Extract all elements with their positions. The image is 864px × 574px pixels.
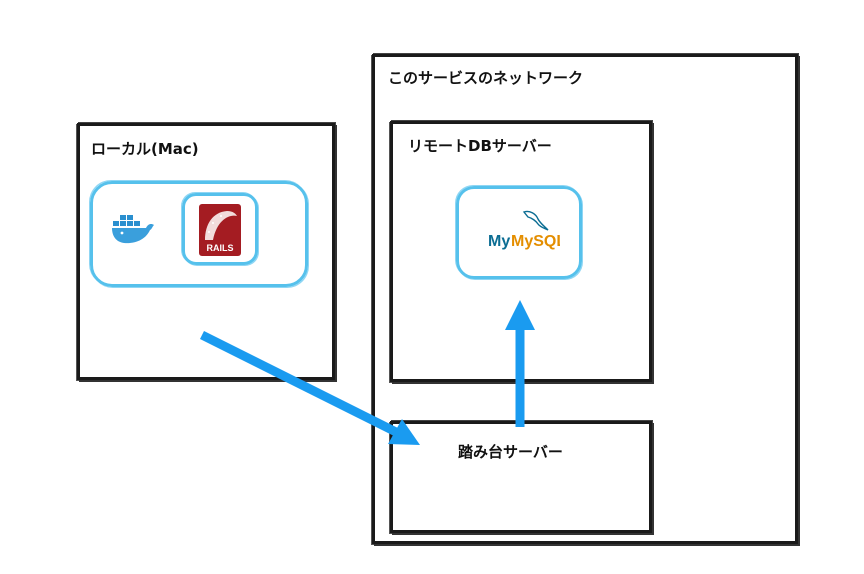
service-network-label: このサービスのネットワーク	[388, 69, 584, 87]
local-mac-box	[77, 123, 335, 380]
local-mac-label: ローカル(Mac)	[91, 140, 199, 158]
svg-text:My: My	[488, 233, 510, 250]
mysql-container	[456, 186, 582, 279]
rails-logo-icon: RAILS	[199, 204, 241, 256]
service-network-box	[372, 54, 798, 544]
arrow-bastion-to-db	[505, 300, 535, 427]
rails-container	[182, 193, 258, 265]
rails-logo-text: RAILS	[207, 243, 234, 253]
docker-container	[90, 181, 308, 287]
mysql-logo-icon: My MySQL	[484, 206, 566, 256]
docker-whale-icon	[110, 211, 158, 247]
arrow-local-to-bastion	[199, 330, 420, 445]
bastion-label: 踏み台サーバー	[458, 443, 563, 461]
remote-db-label: リモートDBサーバー	[408, 137, 552, 155]
mysql-logo-text: MySQL	[511, 233, 560, 250]
